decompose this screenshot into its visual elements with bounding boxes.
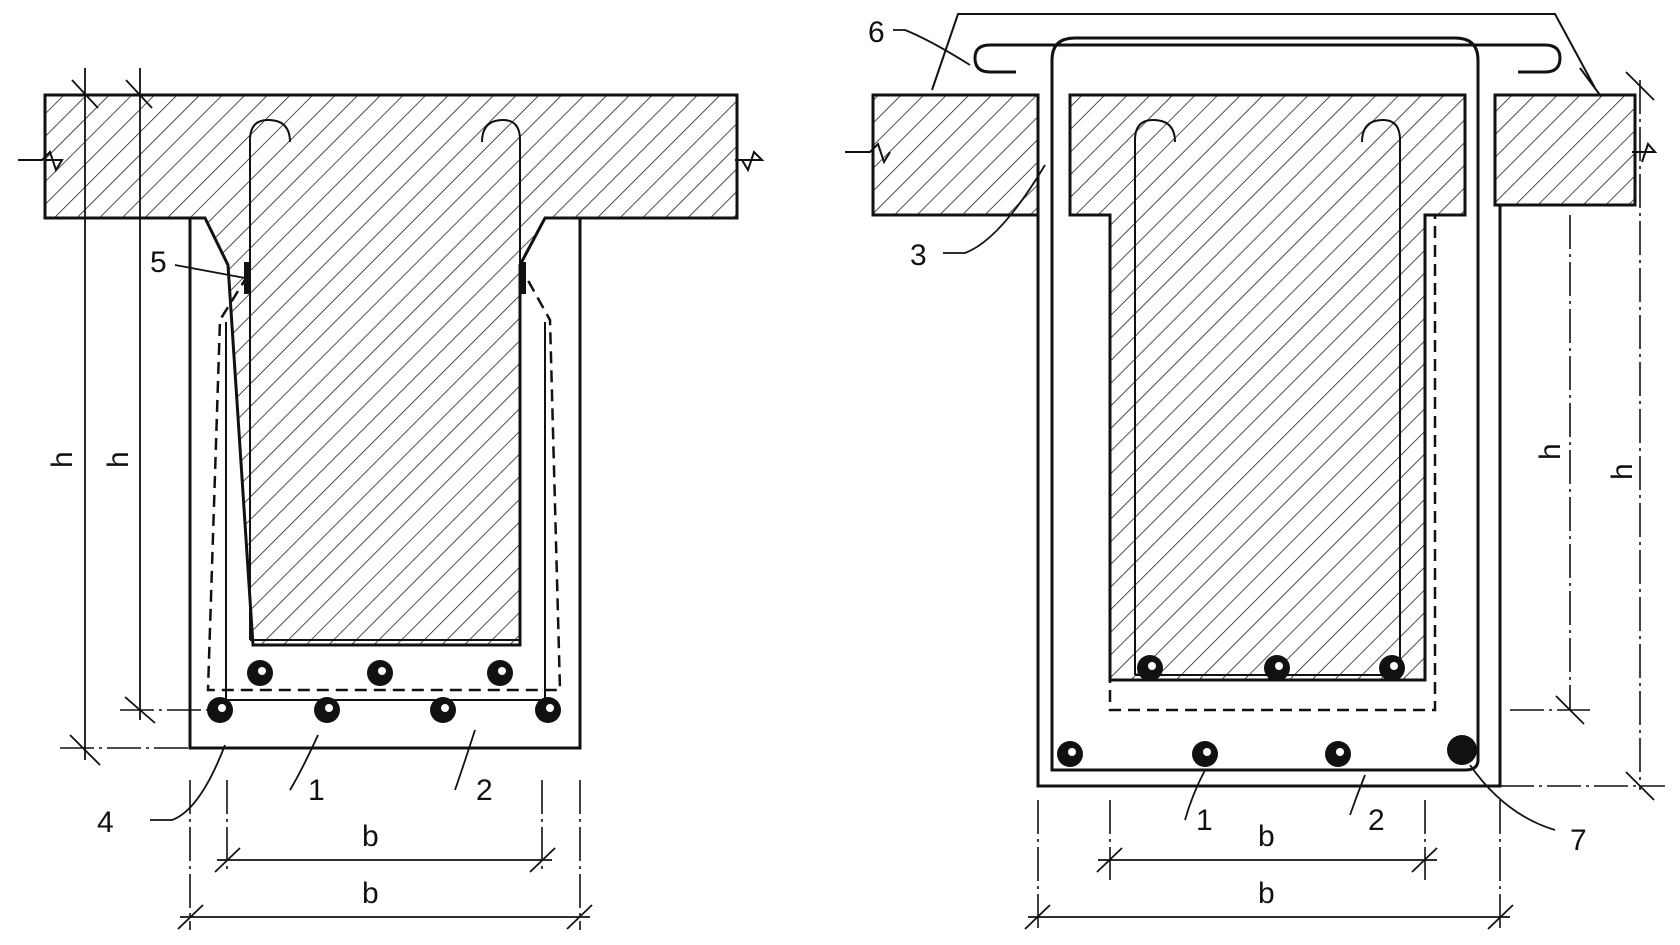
left-new-stirrup-inner [225, 322, 546, 701]
right-new-stirrup [1108, 215, 1437, 712]
right-dim-b-inner: b [1258, 820, 1275, 853]
right-jacket-outline [1036, 205, 1502, 788]
left-label-1: 1 [308, 774, 325, 807]
left-dim-h-inner: h [102, 451, 135, 468]
left-dim-b-outer: b [362, 877, 379, 910]
right-bar-new-4 [1447, 735, 1477, 765]
left-slab-break-left [18, 150, 64, 173]
left-existing-bars [247, 660, 513, 686]
left-beam-section: 5 4 1 2 h h b b [18, 68, 765, 930]
right-hook-bar [973, 43, 1562, 74]
right-slab-center-and-web [1068, 93, 1467, 682]
left-weld-left [244, 262, 250, 294]
right-dim-b-outer: b [1258, 877, 1275, 910]
left-weld-right [520, 262, 526, 294]
right-label-3: 3 [910, 239, 927, 272]
right-label-2: 2 [1368, 804, 1385, 837]
left-slab-and-web [43, 93, 739, 647]
right-slab-right [1493, 93, 1637, 207]
right-new-bars [1057, 735, 1477, 767]
right-original-stirrup [1134, 118, 1401, 676]
left-original-stirrup [249, 118, 521, 641]
left-label-5: 5 [150, 246, 167, 279]
right-slab-break-left [845, 142, 891, 165]
right-dim-h-inner: h [1534, 443, 1567, 460]
right-slab-left-and-web [871, 93, 1040, 217]
left-dim-b-inner: b [362, 820, 379, 853]
left-label-2: 2 [476, 774, 493, 807]
right-label-1: 1 [1196, 804, 1213, 837]
left-new-stirrup [206, 274, 562, 692]
right-label-6: 6 [868, 16, 885, 49]
left-jacket-outline [188, 218, 582, 750]
left-slab-break-right [735, 150, 765, 173]
right-label-7: 7 [1570, 824, 1587, 857]
left-label-4: 4 [97, 806, 114, 839]
right-anchor-plate [931, 13, 1596, 91]
right-beam-section: 6 3 1 2 7 h h b b [845, 13, 1665, 930]
right-slab-break-right [1632, 142, 1658, 163]
right-existing-bars [1137, 655, 1405, 681]
left-new-bars [207, 697, 561, 723]
left-dim-h-outer: h [46, 451, 79, 468]
right-dim-h-outer: h [1606, 463, 1639, 480]
